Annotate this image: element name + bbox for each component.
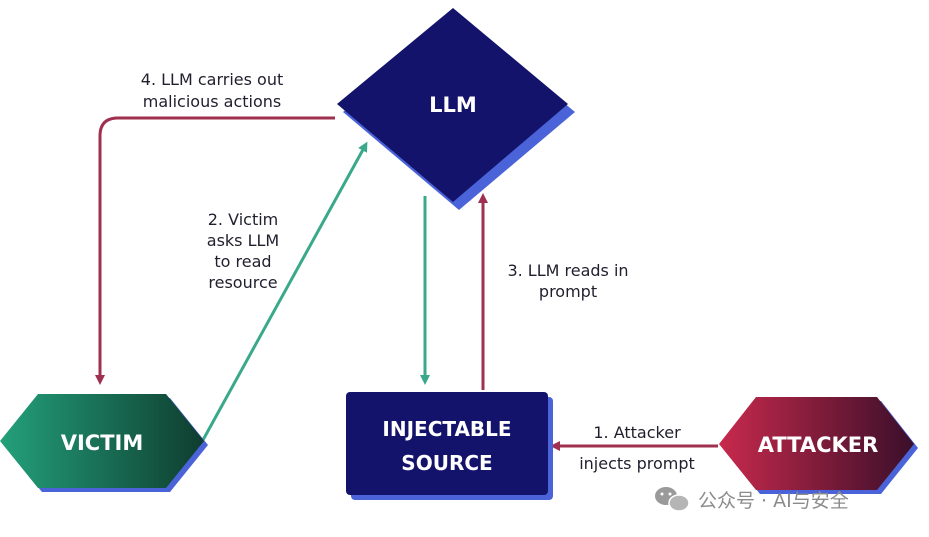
- step2-label-line1: 2. Victim: [208, 210, 279, 229]
- step1-label: 1. Attacker injects prompt: [579, 423, 695, 473]
- step3-label-line2: prompt: [539, 282, 597, 301]
- step2-label-line2: asks LLM: [207, 231, 279, 250]
- source-node-label-line1: INJECTABLE: [382, 417, 511, 441]
- step1-label-line1: 1. Attacker: [593, 423, 681, 442]
- step4-label: 4. LLM carries out malicious actions: [141, 70, 283, 111]
- victim-node: VICTIM: [0, 394, 208, 492]
- llm-node-label: LLM: [429, 93, 477, 117]
- step2-label: 2. Victim asks LLM to read resource: [207, 210, 279, 292]
- step2-label-line3: to read: [214, 252, 271, 271]
- llm-node: LLM: [337, 8, 575, 210]
- watermark-text: 公众号 · AI与安全: [698, 490, 849, 512]
- arrow-step4: [95, 116, 335, 385]
- step2-label-line4: resource: [208, 273, 277, 292]
- step4-label-line2: malicious actions: [143, 92, 281, 111]
- attacker-node-label: ATTACKER: [758, 433, 879, 457]
- step1-label-line2: injects prompt: [579, 454, 695, 473]
- step3-label-line1: 3. LLM reads in: [507, 261, 628, 280]
- step3-label: 3. LLM reads in prompt: [507, 261, 628, 301]
- wechat-icon: [655, 487, 690, 512]
- step4-label-line1: 4. LLM carries out: [141, 70, 283, 89]
- arrow-step2: [201, 141, 368, 441]
- attacker-node: ATTACKER: [719, 397, 918, 494]
- injectable-source-node: INJECTABLE SOURCE: [346, 392, 553, 500]
- source-node-label-line2: SOURCE: [401, 451, 492, 475]
- victim-node-label: VICTIM: [61, 431, 144, 455]
- watermark: 公众号 · AI与安全: [655, 487, 849, 512]
